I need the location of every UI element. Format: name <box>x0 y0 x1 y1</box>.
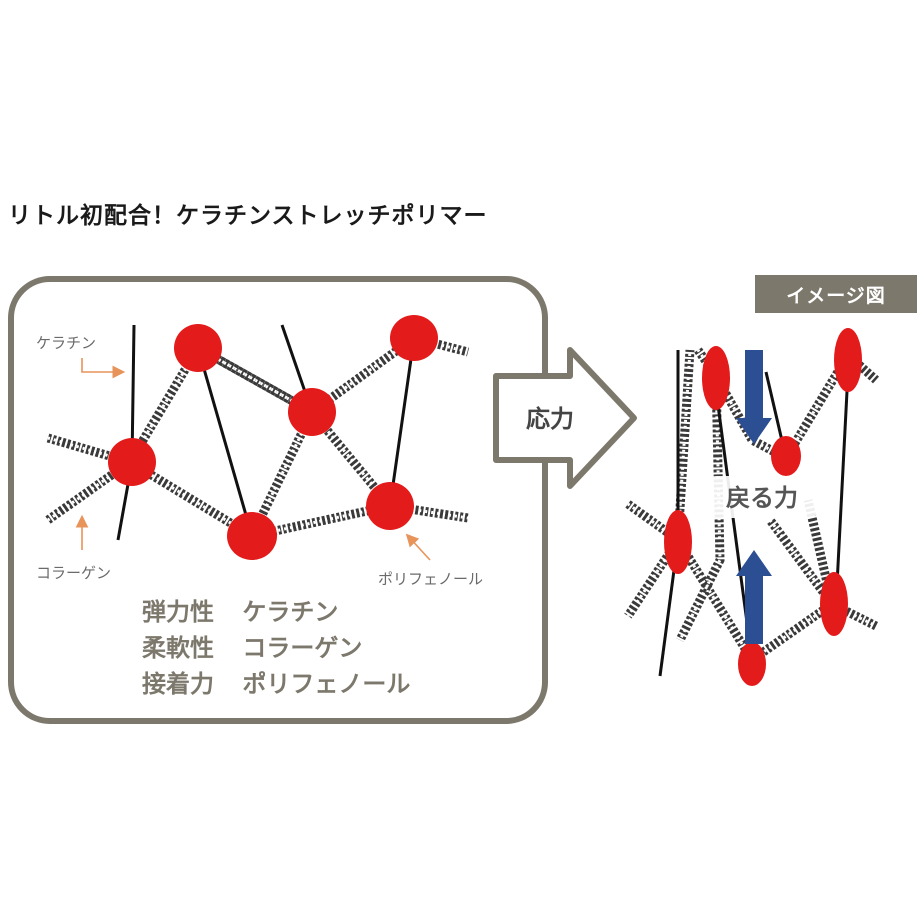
page-title: リトル初配合！ケラチンストレッチポリマー <box>8 203 488 229</box>
return-force-arrows <box>736 350 772 644</box>
node <box>738 642 766 686</box>
property-value: ポリフェノール <box>242 670 411 698</box>
polyphenol-label: ポリフェノール <box>378 570 484 588</box>
keratin-label: ケラチン <box>36 334 97 352</box>
property-row: 弾力性 ケラチン <box>142 594 410 630</box>
image-badge: イメージ図 <box>755 275 917 313</box>
property-name: 柔軟性 <box>142 634 214 662</box>
return-label-backdrop <box>704 476 820 518</box>
node <box>820 572 848 636</box>
return-force-label: 戻る力 <box>726 484 798 512</box>
property-name: 接着力 <box>142 670 214 698</box>
node <box>664 510 692 574</box>
property-value: コラーゲン <box>242 634 363 662</box>
up-arrow-icon <box>736 550 772 644</box>
node <box>390 315 438 361</box>
property-row: 接着力 ポリフェノール <box>142 666 410 702</box>
node <box>771 436 801 476</box>
node <box>834 328 862 392</box>
property-value: ケラチン <box>242 598 339 626</box>
label-pointers <box>75 358 431 561</box>
node <box>227 512 277 560</box>
property-list: 弾力性 ケラチン 柔軟性 コラーゲン 接着力 ポリフェノール <box>142 594 410 702</box>
property-name: 弾力性 <box>142 598 214 626</box>
right-keratin-lines <box>658 350 850 677</box>
right-polyphenol-nodes <box>664 328 862 686</box>
left-polyphenol-nodes <box>108 315 438 560</box>
down-arrow-icon <box>736 350 772 444</box>
node <box>702 346 730 410</box>
collagen-label: コラーゲン <box>36 564 112 582</box>
stress-arrow-icon <box>493 347 637 489</box>
node <box>108 438 156 486</box>
node <box>366 482 414 530</box>
stress-label: 応力 <box>526 405 574 433</box>
node <box>288 388 336 436</box>
property-row: 柔軟性 コラーゲン <box>142 630 410 666</box>
node <box>174 324 222 372</box>
